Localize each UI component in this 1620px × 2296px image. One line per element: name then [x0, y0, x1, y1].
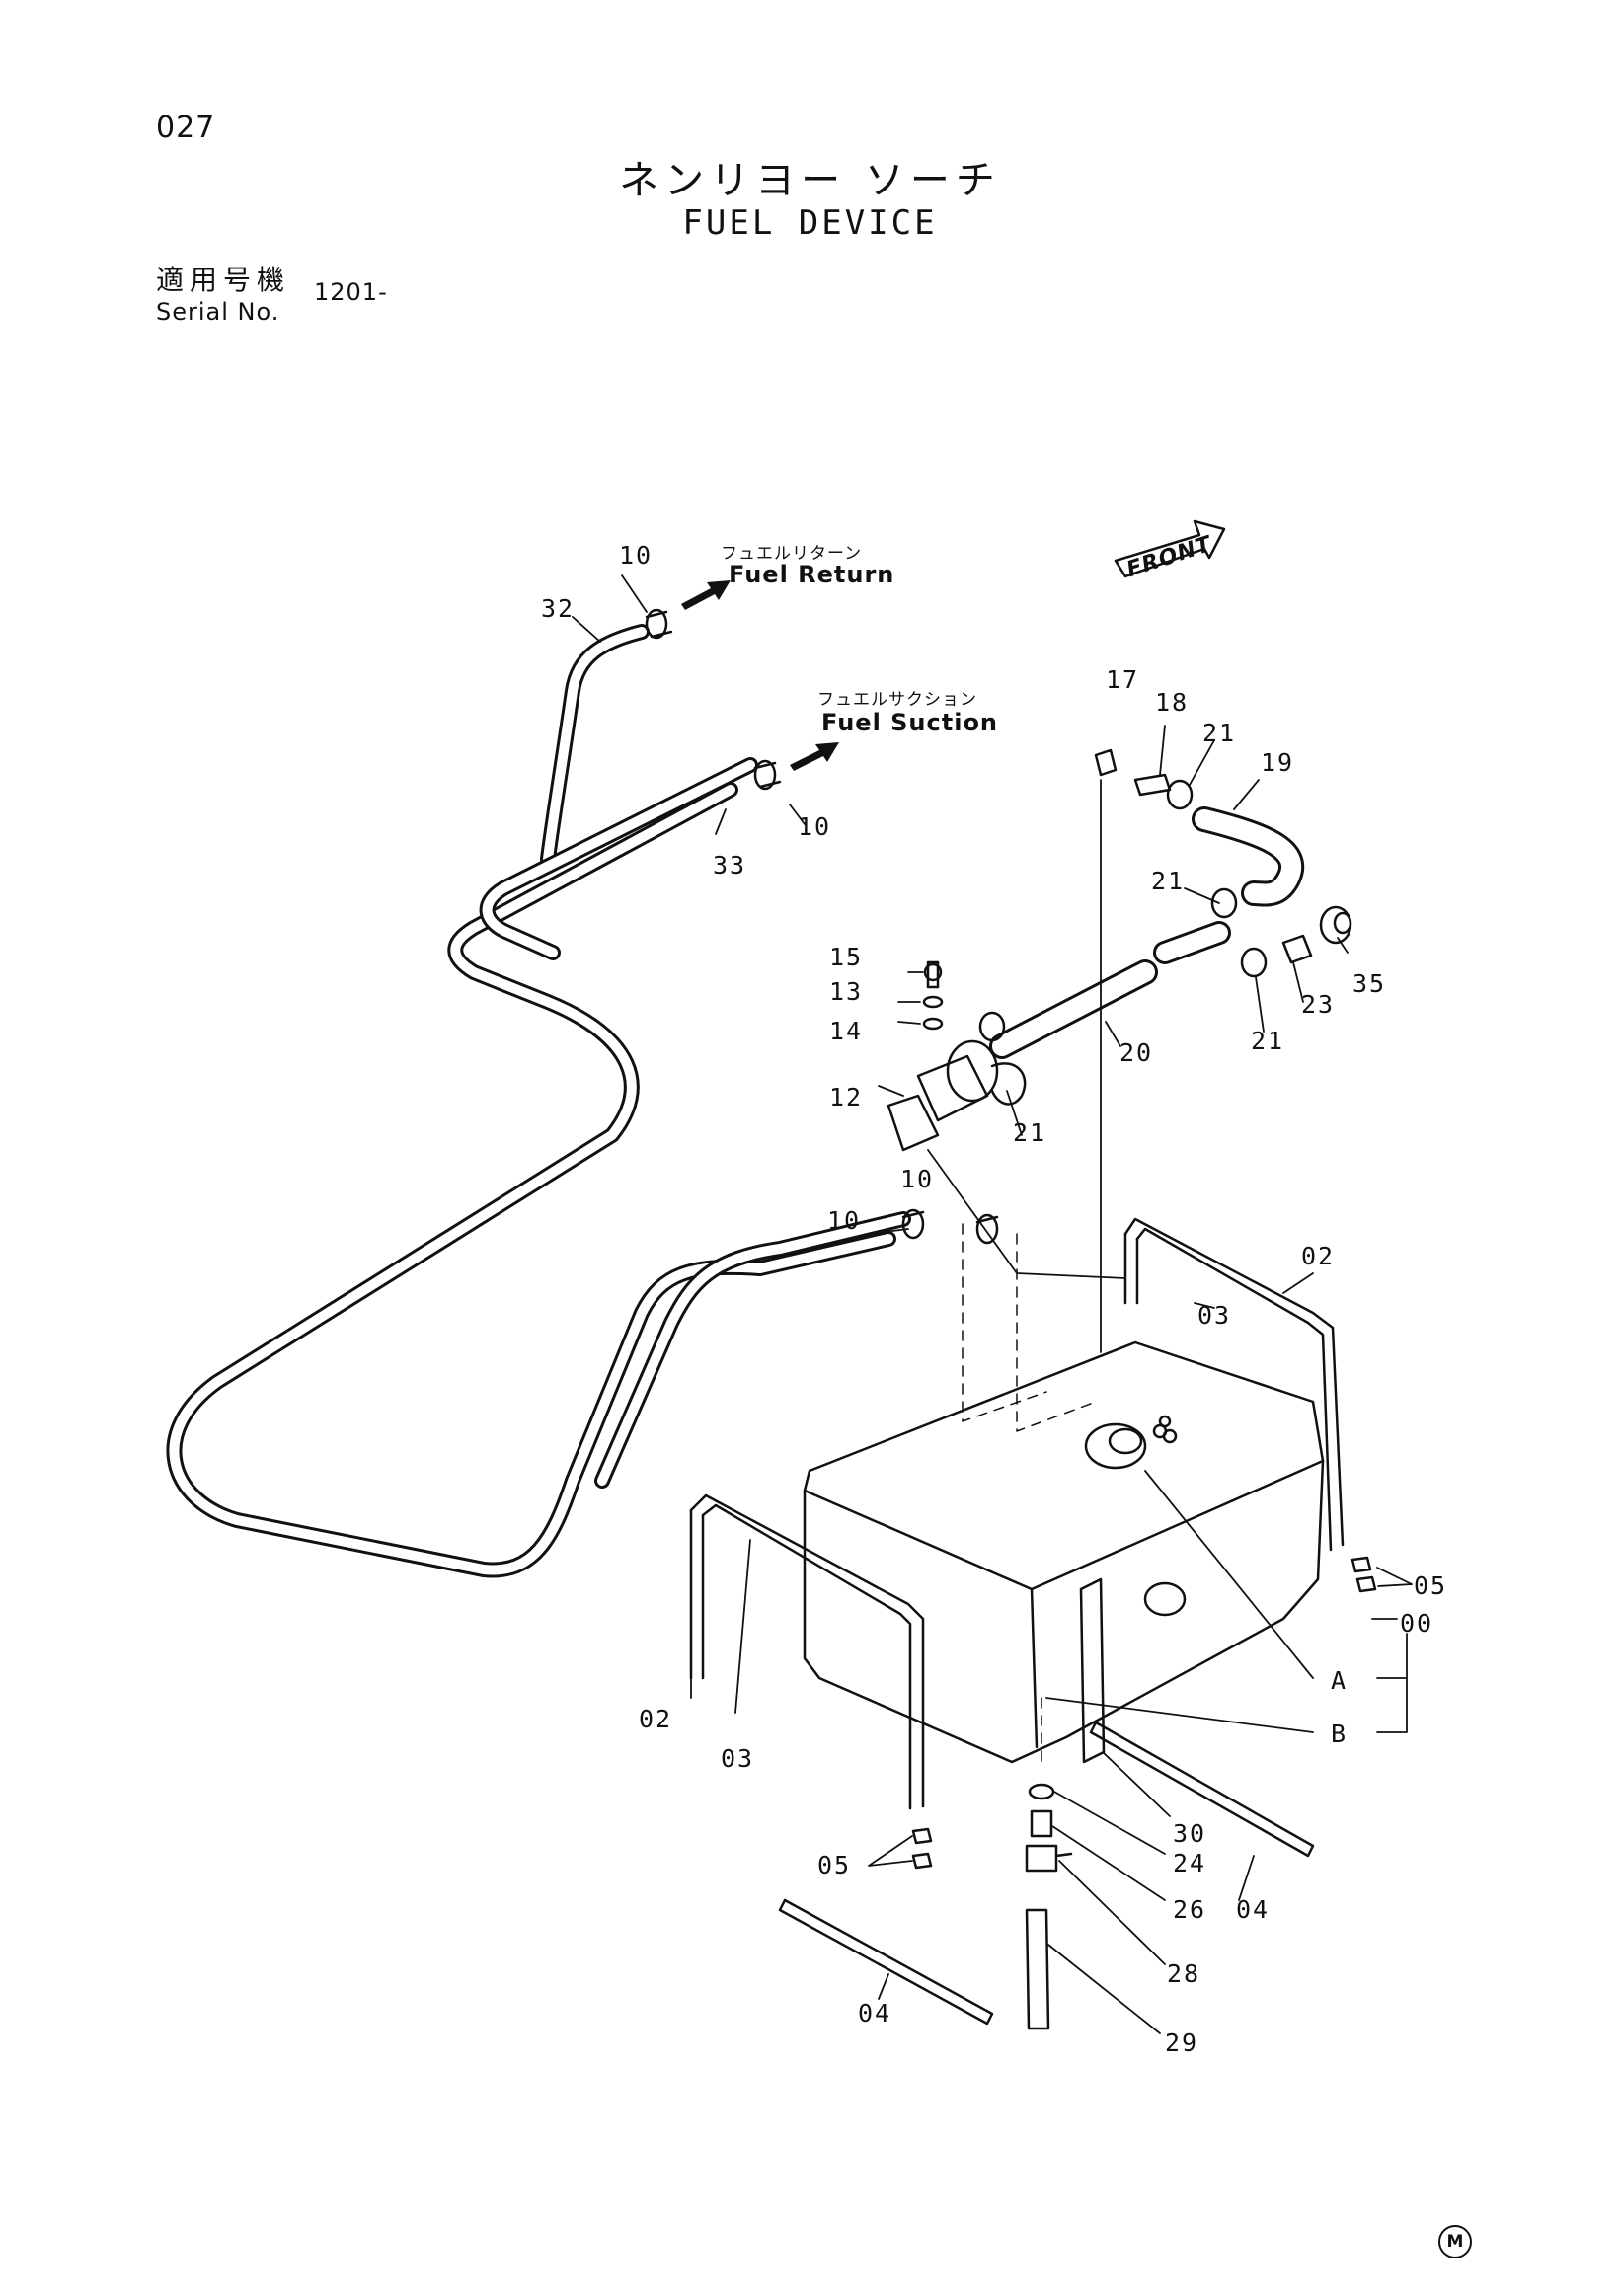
callout-33: 33	[713, 851, 747, 880]
callout-29: 29	[1165, 2028, 1199, 2057]
callout-03-right: 03	[1197, 1301, 1232, 1330]
callout-23: 23	[1301, 990, 1336, 1019]
hose-20	[989, 921, 1231, 1059]
hose-19	[1192, 806, 1305, 907]
clamp-21-b	[1210, 887, 1238, 919]
clamp-21-c	[1240, 947, 1268, 978]
callout-14: 14	[829, 1017, 864, 1045]
callout-05-right: 05	[1414, 1571, 1448, 1600]
fitting-18	[1133, 773, 1172, 797]
fuel-suction-label-japanese: フュエルサクション	[817, 690, 977, 710]
strap-02-left	[689, 1493, 925, 1810]
fuel-return-arrow	[681, 580, 731, 610]
leader-lines	[572, 574, 1413, 2034]
callout-10-suction: 10	[798, 812, 832, 841]
page-number: 027	[156, 111, 216, 145]
title-japanese: ネンリヨー ソーチ	[619, 158, 1001, 203]
callout-10-return: 10	[619, 541, 654, 570]
manufacturer-mark: M	[1438, 2225, 1472, 2258]
serial-label-japanese: 適用号機	[156, 264, 291, 296]
callout-18: 18	[1155, 688, 1190, 717]
callout-A: A	[1331, 1666, 1349, 1695]
callout-26: 26	[1173, 1895, 1207, 1924]
clamp-21-d	[978, 1011, 1006, 1042]
callout-02-right: 02	[1301, 1242, 1336, 1270]
tank-band-04-left	[778, 1898, 994, 2026]
drain-assembly	[1025, 1783, 1073, 2030]
callout-B: B	[1331, 1720, 1349, 1748]
callout-21-mid: 21	[1151, 867, 1186, 895]
callout-10-pump: 10	[900, 1165, 935, 1193]
fuel-return-label: Fuel Return	[729, 561, 895, 588]
fuel-suction-label: Fuel Suction	[821, 709, 999, 736]
serial-value: 1201-	[314, 278, 388, 306]
return-hose-32	[540, 624, 650, 867]
callout-15: 15	[829, 943, 864, 971]
callout-24: 24	[1173, 1849, 1207, 1877]
clamp-21-a	[1166, 779, 1194, 810]
clamp-10-pump	[975, 1213, 999, 1245]
front-arrow-outline	[1114, 519, 1226, 578]
fitting-35	[1319, 905, 1352, 945]
clamp-10-return	[645, 608, 673, 640]
suction-hose-33	[166, 757, 911, 1578]
callout-12: 12	[829, 1083, 864, 1111]
callout-21-top: 21	[1202, 719, 1237, 747]
callout-32: 32	[541, 594, 576, 623]
callout-28: 28	[1167, 1959, 1201, 1988]
callout-35: 35	[1352, 969, 1387, 998]
hidden-lines	[962, 1223, 1097, 1768]
callout-00: 00	[1400, 1609, 1434, 1638]
title-english: FUEL DEVICE	[682, 203, 938, 243]
fuel-return-label-japanese: フュエルリターン	[721, 544, 863, 564]
callout-10-left: 10	[827, 1206, 862, 1235]
callout-20: 20	[1119, 1038, 1154, 1067]
callout-21-low: 21	[1251, 1027, 1285, 1055]
callout-30: 30	[1173, 1819, 1207, 1848]
strap-02-right	[1123, 1217, 1345, 1552]
serial-label-english: Serial No.	[156, 298, 280, 326]
callout-19: 19	[1261, 748, 1295, 777]
fuel-filter-12	[887, 960, 1027, 1152]
fitting-17	[1094, 748, 1118, 777]
fitting-23	[1281, 934, 1313, 964]
callout-04-left: 04	[858, 1999, 892, 2028]
callout-03-left: 03	[721, 1744, 755, 1773]
callout-21-pump: 21	[1013, 1118, 1047, 1147]
clamp-10-left	[901, 1208, 925, 1240]
fuel-tank	[803, 1340, 1325, 1764]
nuts-05-left	[911, 1827, 933, 1870]
fuel-suction-arrow	[790, 742, 839, 771]
callout-13: 13	[829, 977, 864, 1006]
clamp-10-suction	[753, 759, 782, 791]
tank-band-04-right	[1089, 1721, 1315, 1858]
callout-02-left: 02	[639, 1705, 673, 1733]
callout-04-right: 04	[1236, 1895, 1271, 1924]
callout-05-left: 05	[817, 1851, 852, 1879]
nuts-05-right	[1350, 1556, 1377, 1593]
callout-17: 17	[1106, 665, 1140, 694]
